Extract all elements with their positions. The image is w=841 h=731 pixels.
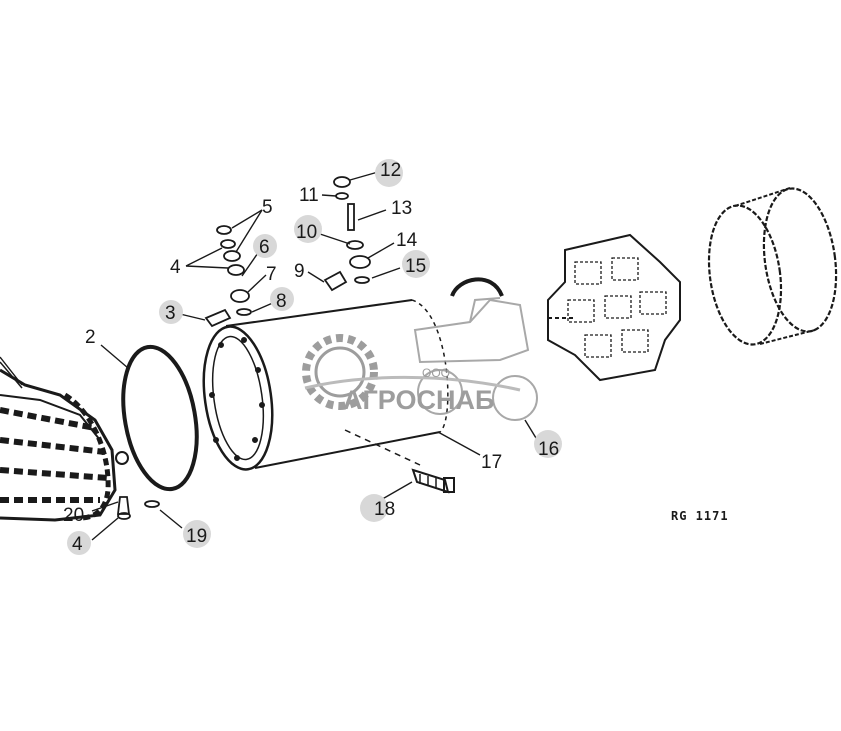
drawing-reference: RG 1171 [671,509,729,523]
callout-2: 2 [85,327,96,348]
callout-bubble [294,215,322,243]
callout-10: 10 [296,222,317,243]
callout-19: 19 [186,526,207,547]
watermark-prefix: ООО [422,366,450,380]
rotor-cage-part [0,361,129,522]
seal-ring [121,344,199,492]
callout-bubble [534,430,562,458]
combine-harvester-icon [413,297,538,421]
callout-4-bottom: 4 [72,534,83,555]
callout-labels: 2 3 4 5 6 7 8 9 10 11 12 13 14 15 16 17 … [63,159,562,555]
callout-bubble [183,520,211,548]
callout-9: 9 [294,261,305,282]
callout-4-top: 4 [170,257,181,278]
callout-17: 17 [481,452,502,473]
callout-bubble [67,531,91,555]
drum [707,187,838,346]
callout-20: 20 [63,505,84,526]
cylinder-housing [202,299,449,471]
leader-lines [0,171,537,541]
snap-ring [450,277,504,297]
cap-screw [411,468,455,494]
callout-11: 11 [299,185,319,206]
hardware-parts [116,176,371,520]
callout-bubble [375,159,403,187]
callout-13: 13 [391,198,412,219]
callout-bubble [159,300,183,324]
agrosnab-watermark: ООО АГРОСНАБ [302,297,538,421]
callout-bubble [270,287,294,311]
callout-7: 7 [266,264,277,285]
callout-bubble [402,250,430,278]
callout-16: 16 [538,439,559,460]
watermark-name: АГРОСНАБ [343,385,494,415]
callout-6: 6 [259,237,270,258]
callout-8: 8 [276,291,287,312]
rotor-hub [547,233,681,382]
callout-12: 12 [380,160,401,181]
callout-5: 5 [262,197,273,218]
callout-bubble [253,234,277,258]
callout-18: 18 [374,499,395,520]
callout-14: 14 [396,230,418,251]
callout-3: 3 [165,303,176,324]
callout-bubble [360,494,388,522]
callout-15: 15 [405,256,426,277]
